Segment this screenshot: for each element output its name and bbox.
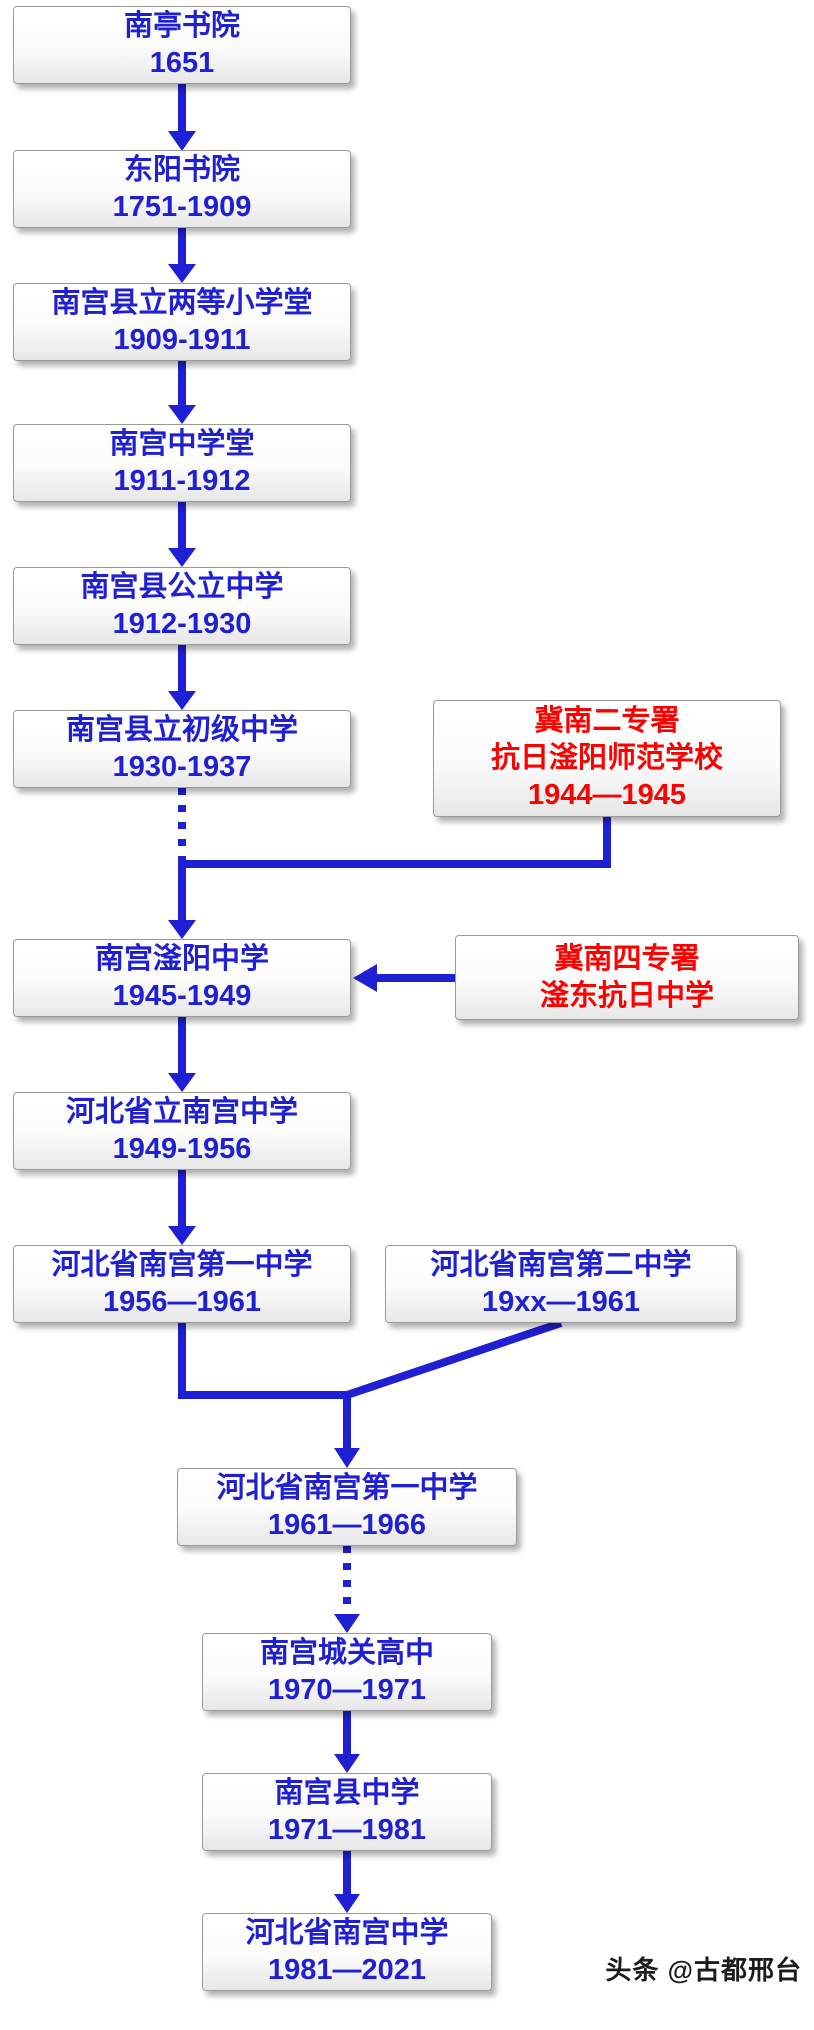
- node-title: 南宫县立两等小学堂: [51, 287, 313, 319]
- node-years: 1949-1956: [112, 1133, 252, 1165]
- node-title: 冀南二专署: [534, 705, 680, 737]
- node-years: 1970—1971: [267, 1674, 427, 1706]
- node-years: 1751-1909: [112, 191, 252, 223]
- node-years: 1912-1930: [112, 608, 252, 640]
- node-years: 1956—1961: [102, 1286, 262, 1318]
- node-chengguan-gaozhong: 南宫城关高中 1970—1971: [202, 1633, 492, 1711]
- node-nangong-diyi-1961: 河北省南宫第一中学 1961—1966: [177, 1468, 517, 1546]
- node-nangong-diyi-1956: 河北省南宫第一中学 1956—1961: [13, 1245, 351, 1323]
- arrow-chengguan-to-xianzhongxue: [334, 1711, 360, 1773]
- arrow-zhongxuetang-to-gongli: [168, 502, 196, 567]
- node-title: 河北省南宫第二中学: [430, 1249, 692, 1281]
- node-title: 河北省南宫中学: [245, 1917, 449, 1949]
- node-title: 冀南四专署: [554, 942, 700, 975]
- node-title: 南宫城关高中: [259, 1637, 434, 1669]
- node-gongli-zhongxue: 南宫县公立中学 1912-1930: [13, 567, 351, 645]
- node-title: 河北省南宫第一中学: [216, 1472, 478, 1504]
- node-hebei-nangong-zhongxue: 河北省南宫中学 1981—2021: [202, 1913, 492, 1991]
- arrow-xianzhongxue-to-nangongzhongxue: [334, 1851, 360, 1913]
- node-years: 1961—1966: [267, 1509, 427, 1541]
- watermark: 头条 @古都邢台: [605, 1955, 802, 1985]
- node-jinan-si-zhuanshu-zhongxue: 冀南四专署 滏东抗日中学: [455, 935, 799, 1020]
- node-nanting-shuyuan: 南亭书院 1651: [13, 6, 351, 84]
- arrow-gongli-to-chuji: [168, 645, 196, 710]
- node-title: 南宫滏阳中学: [94, 943, 269, 975]
- node-liangdeng-xiaoxuetang: 南宫县立两等小学堂 1909-1911: [13, 283, 351, 361]
- node-title: 河北省立南宫中学: [65, 1096, 298, 1128]
- arrow-dongyang-to-liangdeng: [168, 228, 196, 283]
- node-title: 南亭书院: [123, 10, 240, 42]
- branch-jinan2-to-fuyang: [168, 817, 611, 939]
- arrow-shengli-to-diyi: [168, 1170, 196, 1245]
- arrow-nanting-to-dongyang: [168, 84, 196, 151]
- node-title: 南宫县公立中学: [80, 571, 284, 603]
- node-years: 1971—1981: [267, 1814, 427, 1846]
- node-jinan-er-zhuanshu-shifan: 冀南二专署 抗日滏阳师范学校 1944—1945: [433, 700, 781, 817]
- node-line2: 滏东抗日中学: [539, 979, 714, 1012]
- node-title: 河北省南宫第一中学: [51, 1249, 313, 1281]
- node-dongyang-shuyuan: 东阳书院 1751-1909: [13, 150, 351, 228]
- node-hebei-shengli-nangong: 河北省立南宫中学 1949-1956: [13, 1092, 351, 1170]
- node-years: 1945-1949: [112, 980, 252, 1012]
- node-nangong-xian-zhongxue: 南宫县中学 1971—1981: [202, 1773, 492, 1851]
- arrow-jinan4-to-fuyang: [353, 964, 455, 992]
- node-chuji-zhongxue: 南宫县立初级中学 1930-1937: [13, 710, 351, 788]
- node-fuyang-zhongxue: 南宫滏阳中学 1945-1949: [13, 939, 351, 1017]
- node-years: 1981—2021: [267, 1954, 427, 1986]
- node-title: 南宫县中学: [274, 1777, 420, 1809]
- node-nangong-dier: 河北省南宫第二中学 19xx—1961: [385, 1245, 737, 1323]
- node-years: 1930-1937: [112, 751, 252, 783]
- node-years: 19xx—1961: [481, 1286, 641, 1318]
- arrow-fuyang-to-shengli: [168, 1017, 196, 1092]
- node-title: 东阳书院: [123, 154, 240, 186]
- node-nangong-zhongxuetang: 南宫中学堂 1911-1912: [13, 424, 351, 502]
- node-line2: 抗日滏阳师范学校: [490, 742, 723, 774]
- node-title: 南宫县立初级中学: [65, 714, 298, 746]
- dotted-arrow-diyi1961-to-chengguan: [334, 1546, 360, 1633]
- node-years: 1911-1912: [113, 465, 251, 497]
- node-title: 南宫中学堂: [109, 428, 255, 460]
- merge-diyi-dier-to-diyi1961: [178, 1319, 563, 1468]
- node-years: 1944—1945: [527, 779, 687, 811]
- arrow-liangdeng-to-zhongxuetang: [168, 361, 196, 424]
- node-years: 1909-1911: [113, 324, 251, 356]
- node-years: 1651: [149, 47, 215, 79]
